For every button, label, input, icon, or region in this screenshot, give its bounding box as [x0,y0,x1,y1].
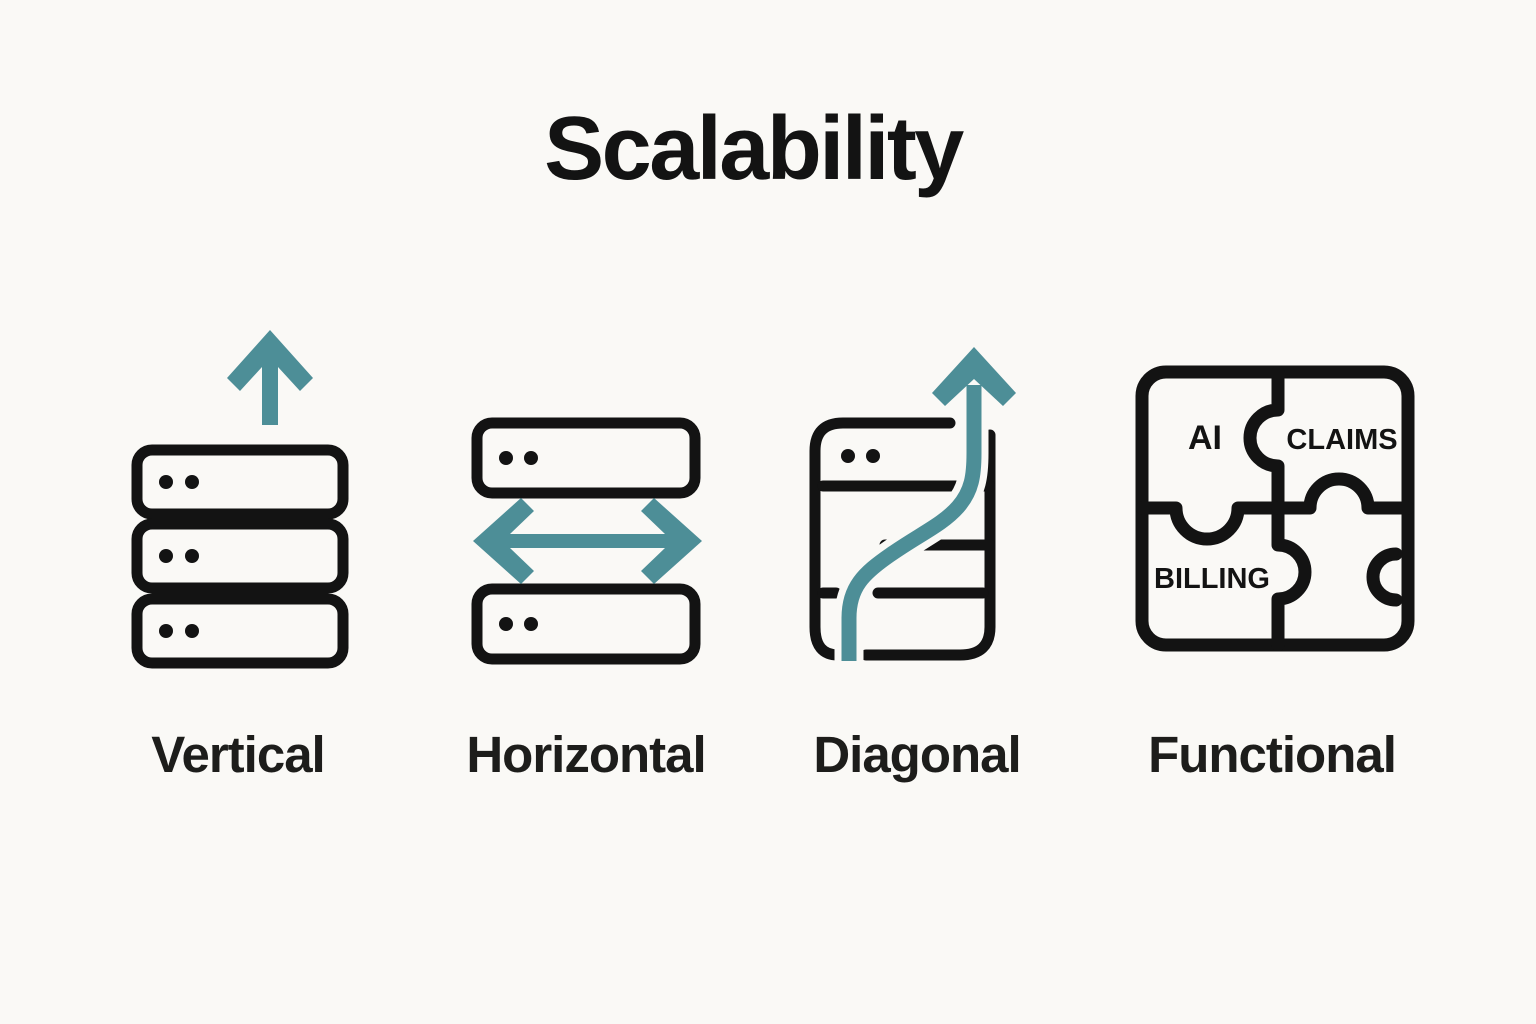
curved-up-arrow-head [932,347,1016,406]
up-arrow-icon [227,330,313,425]
curved-up-arrow-icon [841,385,982,661]
puzzle-divider-top [1243,365,1285,515]
server-led-dot [159,624,173,638]
horizontal-scaling-icon [471,417,702,665]
server-row [131,593,349,669]
server-row [131,444,349,520]
puzzle-icon: AI CLAIMS BILLING [1135,365,1415,652]
server-row [471,583,701,665]
server-row [471,417,701,499]
server-led-dot [159,475,173,489]
diagonal-scaling-icon [809,337,1025,661]
puzzle-label-billing: BILLING [1154,563,1270,595]
server-row [131,518,349,594]
server-outline [860,429,996,661]
puzzle-divider-right [1271,472,1415,515]
puzzle-label-ai: AI [1188,419,1222,457]
label-vertical: Vertical [151,726,325,783]
server-led-dot [499,617,513,631]
server-led-dot [524,451,538,465]
puzzle-label-claims: CLAIMS [1286,424,1397,456]
server-led-dot [866,449,880,463]
server-led-dot [841,449,855,463]
server-led-dot [159,549,173,563]
puzzle-edge-socket [1366,547,1403,607]
server-led-dot [185,475,199,489]
label-diagonal: Diagonal [813,726,1021,783]
puzzle-divider-left [1135,501,1285,546]
left-right-arrow-icon [473,498,702,584]
server-led-dot [185,549,199,563]
server-outline [809,417,956,661]
label-functional: Functional [1148,726,1397,783]
vertical-scaling-icon [131,330,349,669]
server-led-dot [185,624,199,638]
server-led-dot [499,451,513,465]
label-horizontal: Horizontal [466,726,706,783]
server-led-dot [524,617,538,631]
page-title: Scalability [544,99,964,199]
puzzle-divider-bottom [1271,501,1312,652]
